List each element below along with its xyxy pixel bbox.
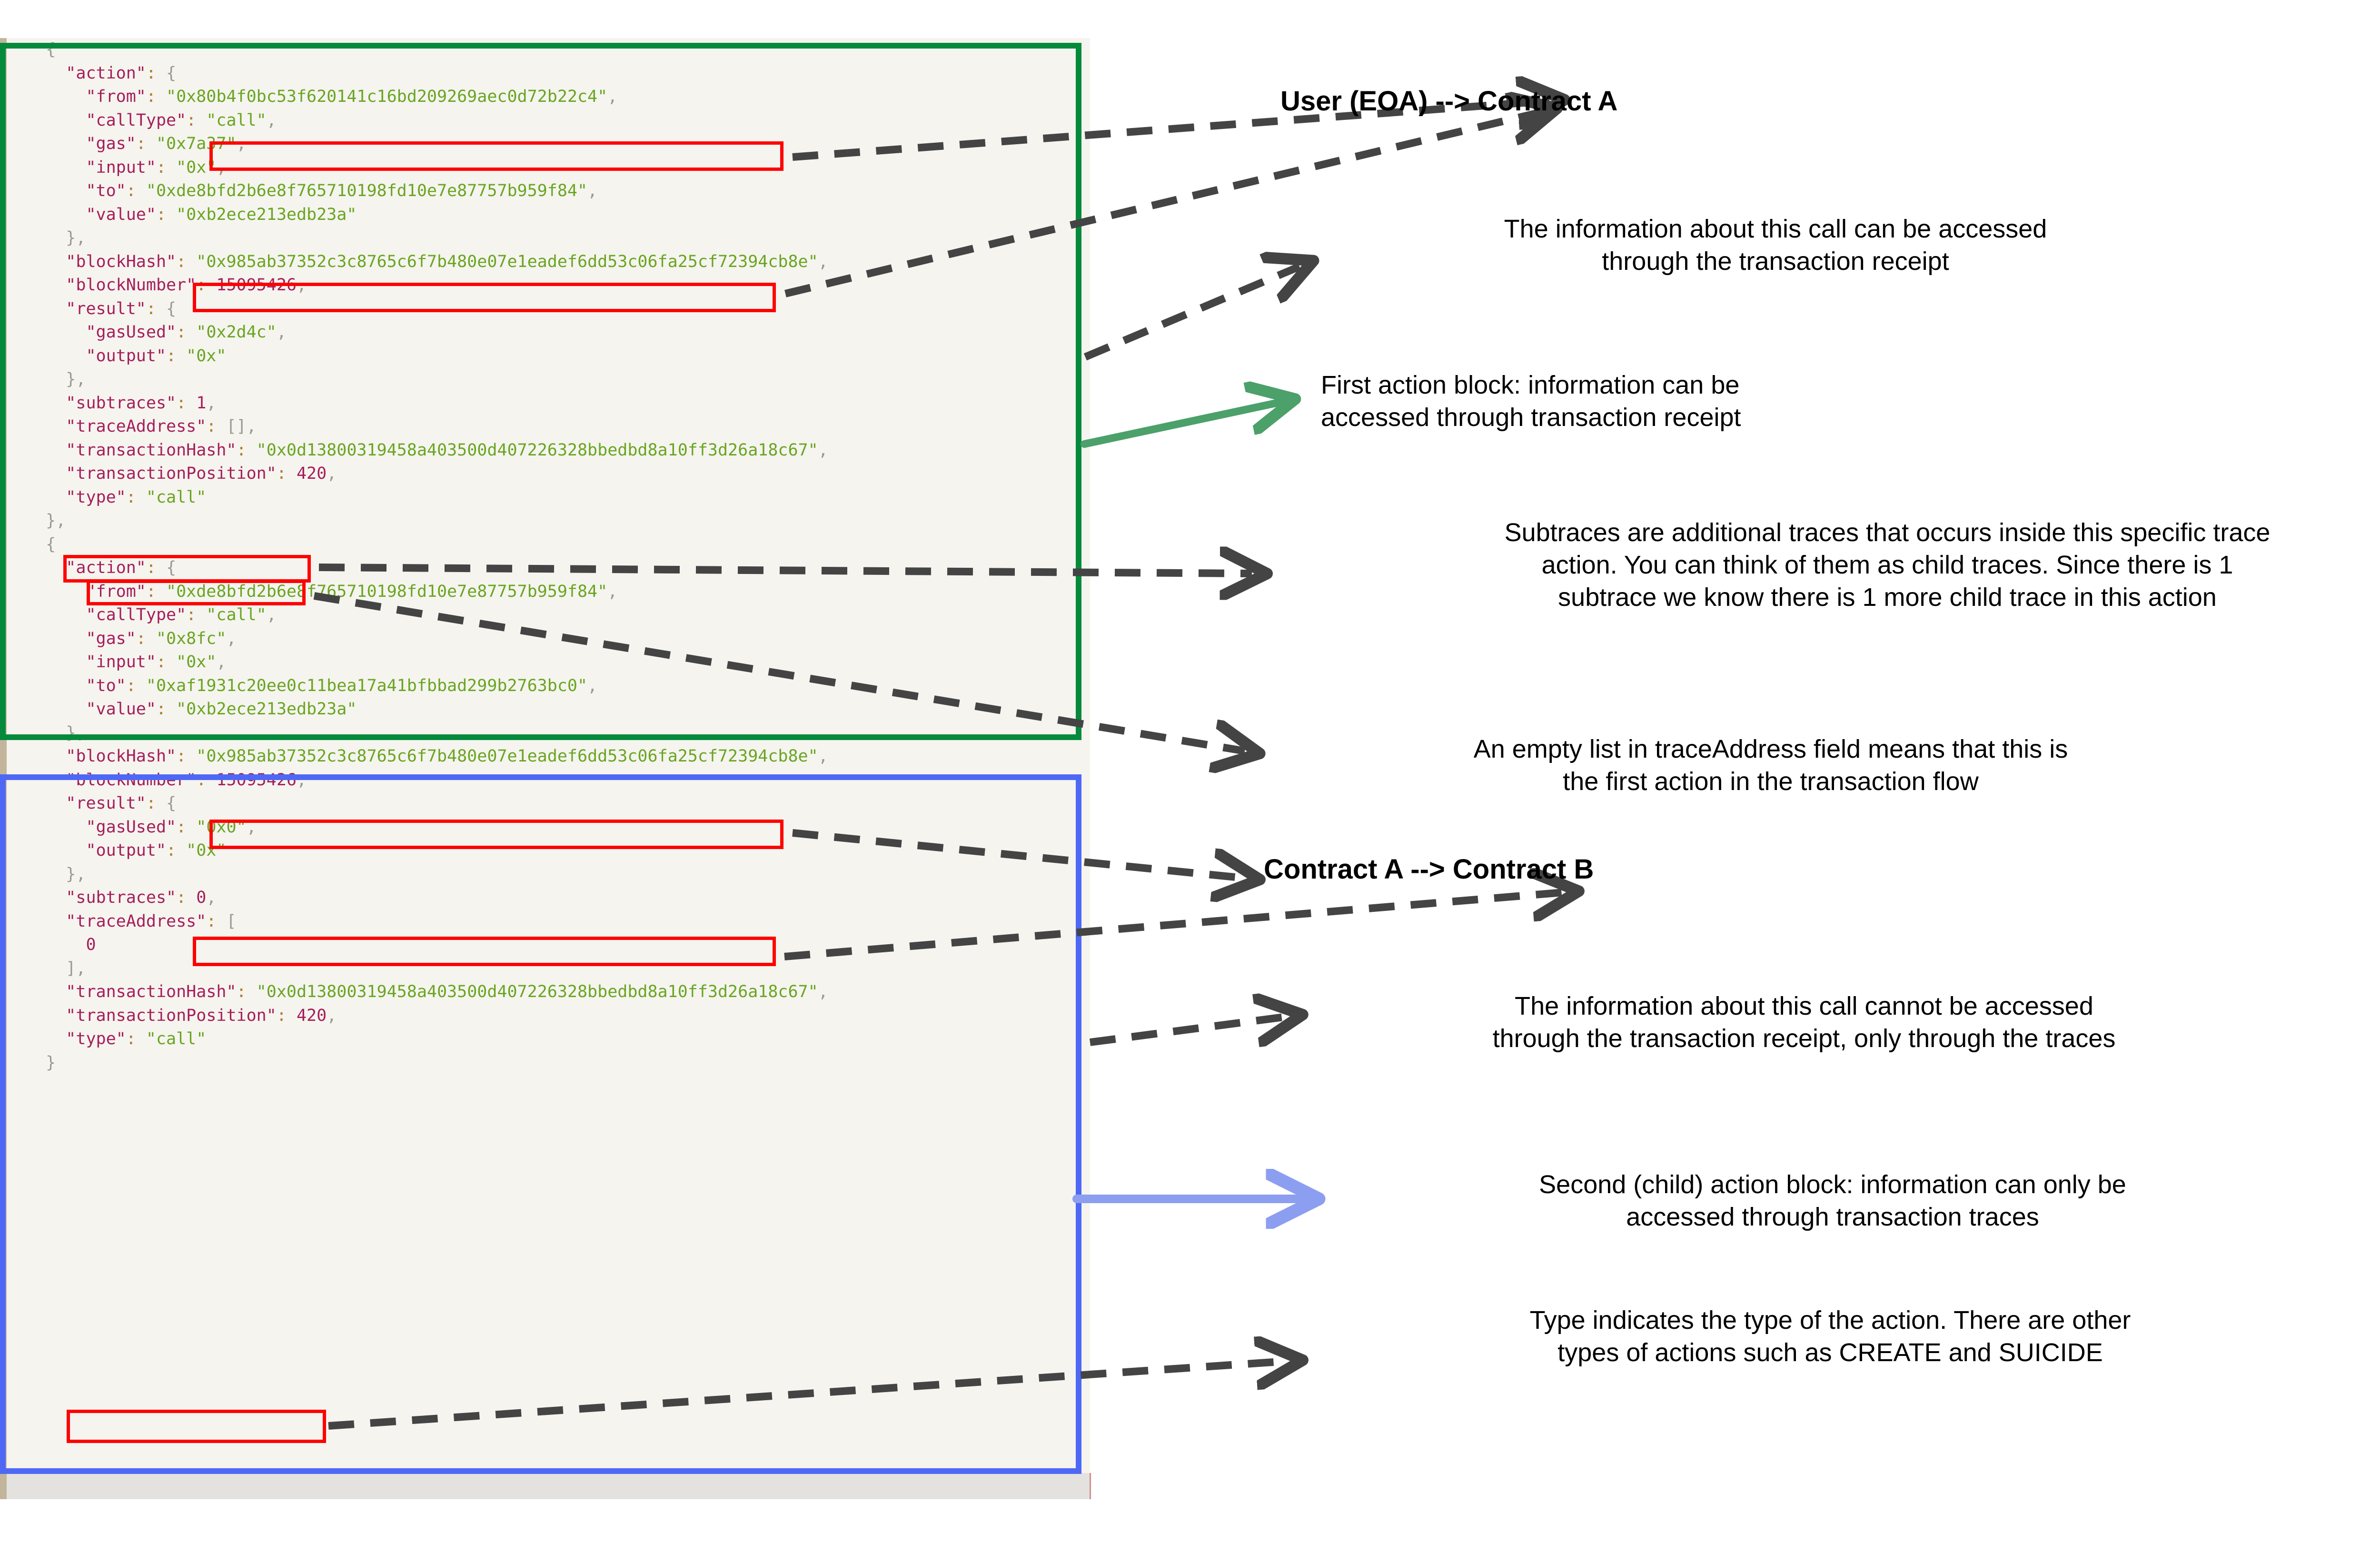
code-line: "transactionHash": "0x0d13800319458a4035… <box>66 982 828 1001</box>
highlight-to-address-1 <box>193 283 776 312</box>
annotation-not-accessible: The information about this call cannot b… <box>1261 990 2347 1055</box>
highlight-subtraces-1 <box>63 555 311 583</box>
annotation-subtraces: Subtraces are additional traces that occ… <box>1219 516 2380 613</box>
code-line: "value": "0xb2ece213edb23a" <box>86 205 357 224</box>
annotation-contract-a-to-contract-b: Contract A --> Contract B <box>1264 854 1594 885</box>
code-line: "transactionHash": "0x0d13800319458a4035… <box>66 440 828 460</box>
code-line: "gas": "0x7a37", <box>86 134 247 153</box>
highlight-type-2 <box>67 1410 326 1443</box>
code-line: "transactionPosition": 420, <box>66 1006 337 1025</box>
code-line: "blockHash": "0x985ab37352c3c8765c6f7b48… <box>66 747 828 766</box>
annotation-type-field-line2: types of actions such as CREATE and SUIC… <box>1557 1338 2103 1367</box>
code-line: "to": "0xaf1931c20ee0c11bea17a41bfbbad29… <box>86 676 598 695</box>
highlight-from-address-1 <box>209 141 783 171</box>
annotation-empty-trace-address-line2: the first action in the transaction flow <box>1563 767 1979 796</box>
arrow-receipt-accessible <box>1083 267 1299 361</box>
code-line: "gasUsed": "0x2d4c", <box>86 323 287 342</box>
annotation-receipt-accessible-line1: The information about this call can be a… <box>1504 215 2047 243</box>
code-line: "transactionPosition": 420, <box>66 464 337 483</box>
annotation-type-field-line1: Type indicates the type of the action. T… <box>1529 1306 2131 1334</box>
json-trace-code-panel: { "action": { "from": "0x80b4f0bc53f6201… <box>0 38 1090 1473</box>
code-line: }, <box>66 864 86 884</box>
annotation-receipt-accessible-line2: through the transaction receipt <box>1602 247 1949 276</box>
annotation-subtraces-line2: action. You can think of them as child t… <box>1541 551 2233 580</box>
code-line: "result": { <box>66 794 177 813</box>
annotation-second-action-block-line2: accessed through transaction traces <box>1626 1203 2039 1232</box>
code-line: { <box>46 534 56 554</box>
code-line: "gas": "0x8fc", <box>86 629 237 648</box>
code-line: }, <box>46 511 66 530</box>
code-line: "action": { <box>66 63 177 83</box>
code-line: "from": "0x80b4f0bc53f620141c16bd209269a… <box>86 87 618 106</box>
code-line: "traceAddress": [], <box>66 417 257 436</box>
code-line: "action": { <box>66 558 177 577</box>
highlight-traceaddress-1 <box>87 580 306 605</box>
code-line: "subtraces": 0, <box>66 888 217 907</box>
highlight-from-address-2 <box>209 820 783 849</box>
code-line: "callType": "call", <box>86 605 277 624</box>
code-line: "blockHash": "0x985ab37352c3c8765c6f7b48… <box>66 252 828 271</box>
annotation-first-action-block-line2: accessed through transaction receipt <box>1321 403 1741 432</box>
code-line: "traceAddress": [ <box>66 911 237 931</box>
annotation-empty-trace-address-line1: An empty list in traceAddress field mean… <box>1473 735 2068 763</box>
annotation-not-accessible-line1: The information about this call cannot b… <box>1515 992 2093 1020</box>
code-panel-bottom-strip <box>0 1473 1091 1499</box>
annotation-first-action-block-line1: First action block: information can be <box>1321 371 1740 399</box>
annotation-first-action-block: First action block: information can be a… <box>1321 369 2273 434</box>
code-line: "input": "0x", <box>86 158 227 177</box>
code-line: "type": "call" <box>66 1029 207 1048</box>
annotation-user-to-contract-a: User (EOA) --> Contract A <box>1280 86 1618 117</box>
code-line: ], <box>66 959 86 978</box>
code-line: "input": "0x", <box>86 652 227 672</box>
code-line: }, <box>66 370 86 389</box>
annotation-type-field: Type indicates the type of the action. T… <box>1307 1304 2354 1369</box>
code-line: "output": "0x" <box>86 346 227 366</box>
code-line: "value": "0xb2ece213edb23a" <box>86 700 357 719</box>
code-line: "subtraces": 1, <box>66 393 217 413</box>
code-line: "to": "0xde8bfd2b6e8f765710198fd10e7e877… <box>86 181 598 200</box>
code-line: "blockNumber": 15095426, <box>66 770 307 790</box>
code-line: "result": { <box>66 299 177 318</box>
code-line: "callType": "call", <box>86 110 277 130</box>
code-line: "output": "0x" <box>86 841 227 860</box>
highlight-to-address-2 <box>193 937 776 966</box>
annotation-receipt-accessible: The information about this call can be a… <box>1299 213 2251 277</box>
annotation-subtraces-line3: subtrace we know there is 1 more child t… <box>1558 583 2217 612</box>
code-line: { <box>46 40 56 59</box>
code-line: } <box>46 1053 56 1072</box>
code-line: 0 <box>86 935 96 954</box>
arrow-not-accessible <box>1089 1017 1288 1042</box>
annotation-second-action-block: Second (child) action block: information… <box>1311 1168 2354 1233</box>
code-line: "type": "call" <box>66 487 207 507</box>
code-line: }, <box>66 228 86 247</box>
annotation-empty-trace-address: An empty list in traceAddress field mean… <box>1257 733 2285 798</box>
annotation-subtraces-line1: Subtraces are additional traces that occ… <box>1504 518 2271 547</box>
annotation-not-accessible-line2: through the transaction receipt, only th… <box>1492 1024 2116 1053</box>
code-line: }, <box>66 723 86 742</box>
annotation-second-action-block-line1: Second (child) action block: information… <box>1539 1170 2126 1199</box>
arrow-first-action-block <box>1081 402 1280 448</box>
